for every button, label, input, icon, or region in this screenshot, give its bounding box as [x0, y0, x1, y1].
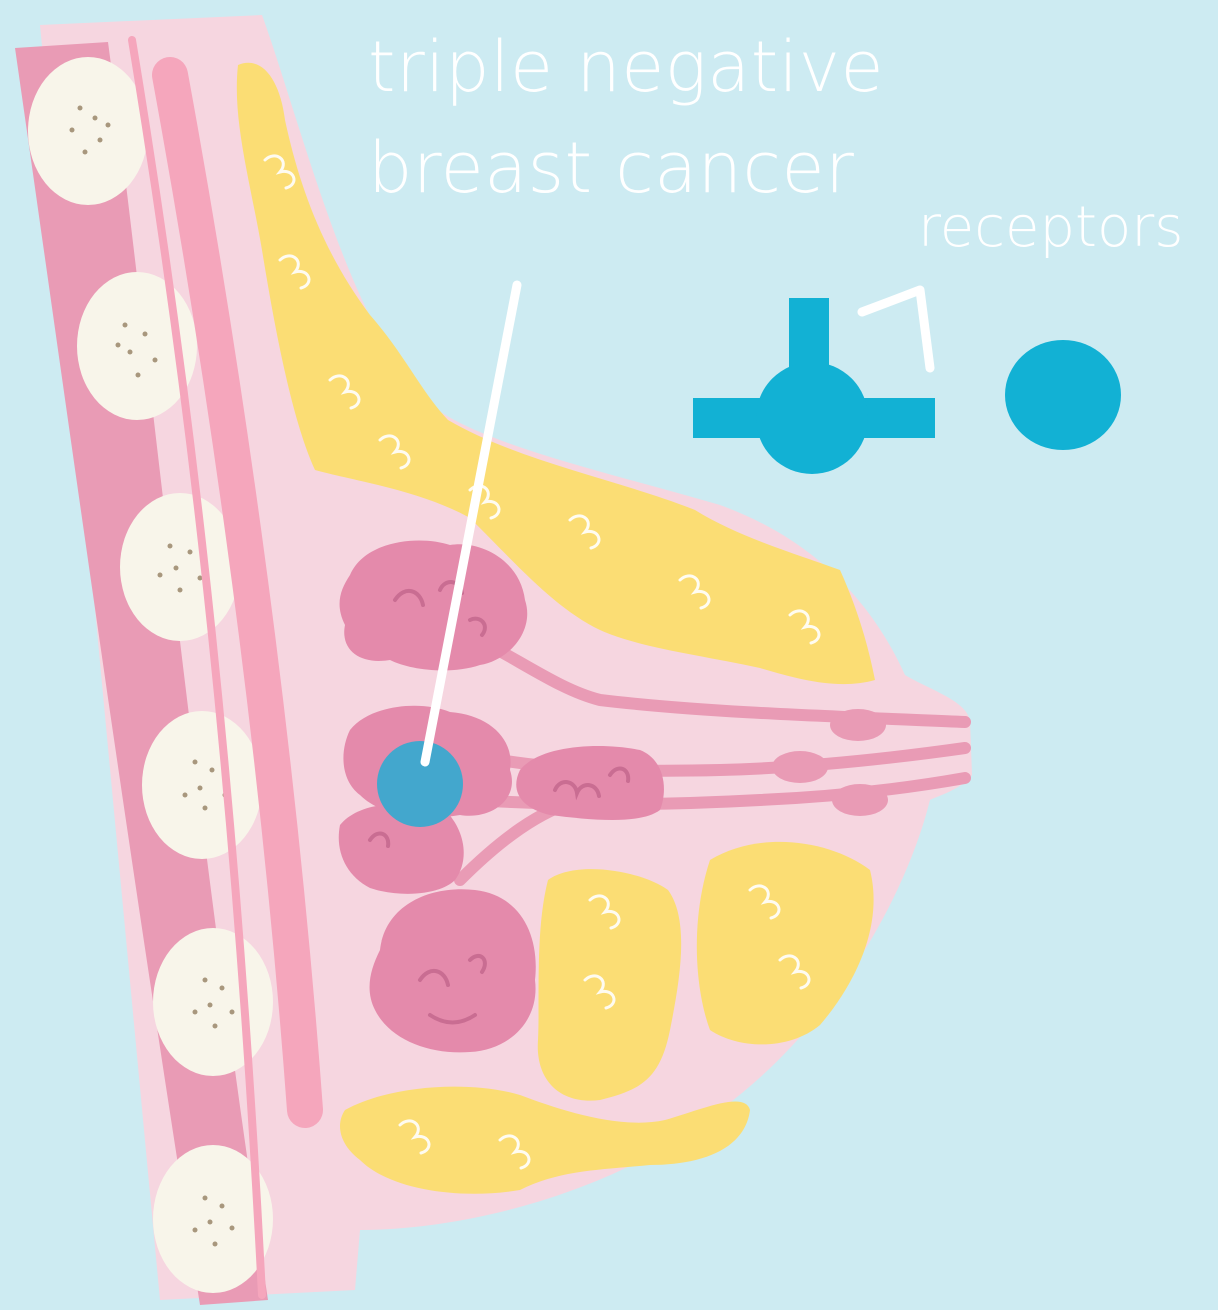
rib	[153, 928, 273, 1076]
tumor	[377, 741, 463, 827]
title-line-2: breast cancer	[368, 133, 854, 203]
circle-icon	[1005, 340, 1121, 450]
rib	[120, 493, 240, 641]
receptors-label: receptors	[918, 200, 1183, 256]
rib	[28, 57, 148, 205]
rib	[142, 711, 262, 859]
title-line-1: triple negative	[368, 32, 884, 102]
lobule	[340, 540, 528, 670]
lobule	[516, 746, 664, 820]
